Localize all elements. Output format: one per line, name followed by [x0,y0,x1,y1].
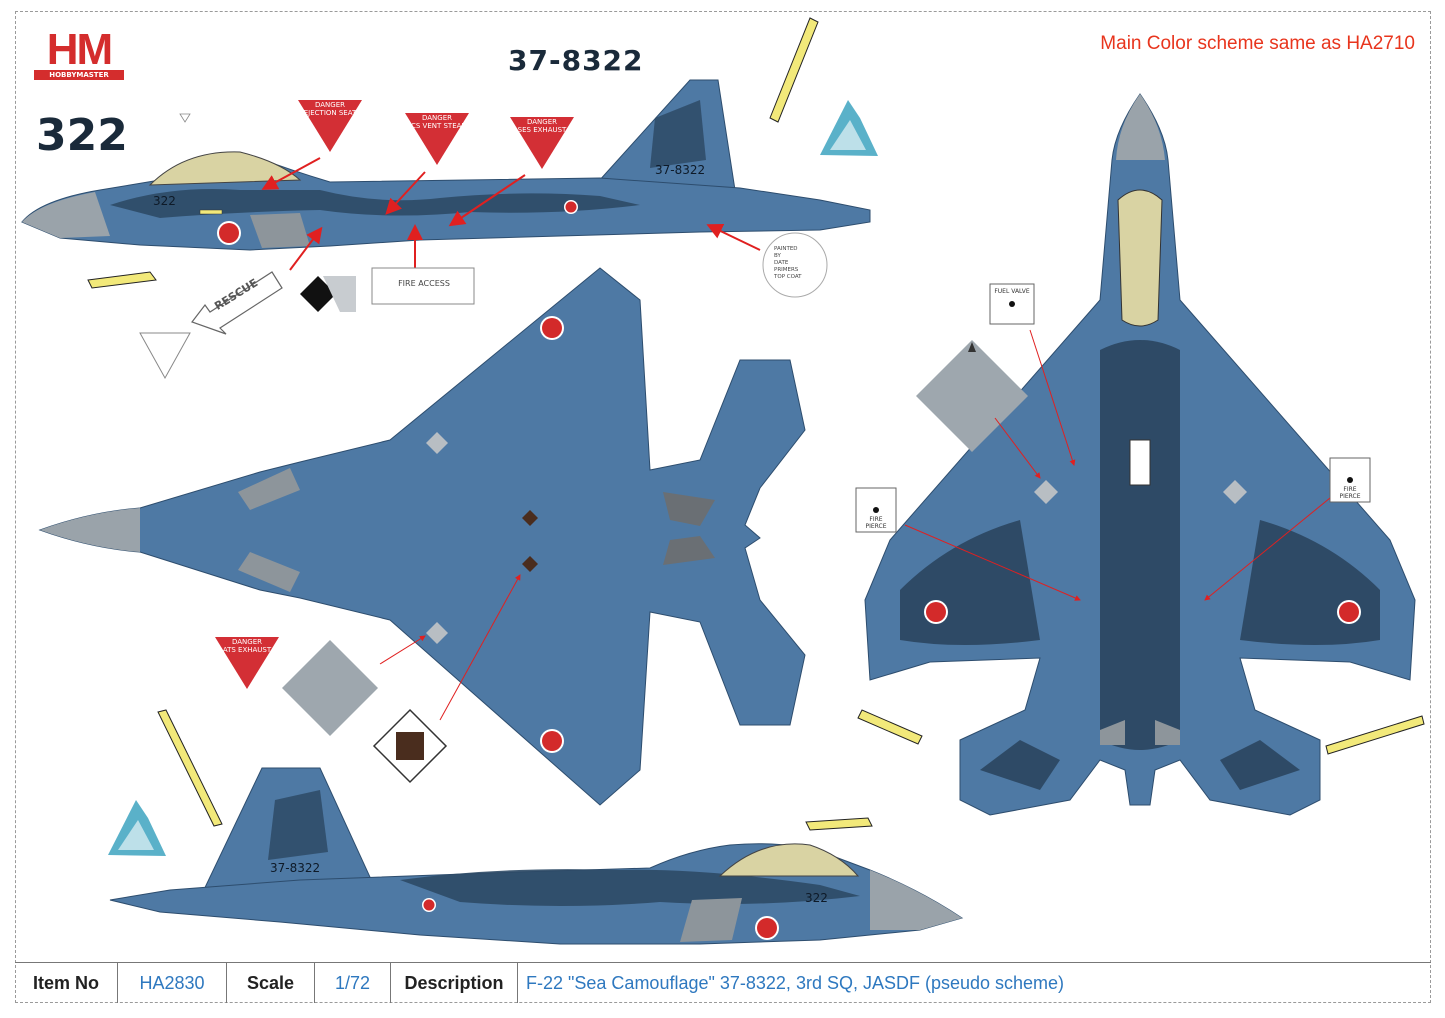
description-label: Description [391,963,518,1003]
danger-triangle-ecs-vent [405,113,469,165]
tail-serial-left: 37-8322 [655,163,705,177]
tail-serial-right: 37-8322 [270,861,320,875]
logo-mark: HM [46,25,113,74]
fuselage-number-right: 322 [805,891,828,905]
danger-triangle-ats-exhaust [215,637,279,689]
callout-arrows-top [261,157,761,271]
painted-stencil-decal [762,232,828,298]
grey-panel-decal-left [282,640,378,736]
side-profile-left [21,79,871,251]
item-no-value: HA2830 [118,963,227,1003]
danger-triangle-ejection-seat [298,100,362,152]
item-no-label: Item No [15,963,118,1003]
squadron-emblem-bottom [108,800,166,856]
drawing-frame [15,11,1431,1003]
white-triangle-decal [139,332,191,380]
logo-subtitle: HOBBYMASTER [34,70,124,80]
fire-pierce-label-right: FIRE PIERCE [1339,486,1361,500]
scale-label: Scale [227,963,315,1003]
fire-pierce-label-left: FIRE PIERCE [865,516,887,530]
fuselage-number-left: 322 [153,194,176,208]
description-value: F-22 "Sea Camouflage" 37-8322, 3rd SQ, J… [526,972,1065,993]
painted-stencil-label: PAINTED BY DATE PRIMERS TOP COAT [774,246,802,280]
yellow-strip-decal [769,17,819,123]
bottom-view-right [864,93,1416,816]
rescue-arrow-decal [191,271,283,335]
serial-number-decal: 37-8322 [508,44,644,77]
danger-triangle-ses-exhaust [510,117,574,169]
fire-access-label: FIRE ACCESS [398,279,450,288]
side-profile-right [109,767,964,945]
title-block: Item No HA2830 Scale 1/72 Description F-… [15,962,1431,1003]
color-scheme-note: Main Color scheme same as HA2710 [1100,33,1415,54]
fuel-valve-label: FUEL VALVE [994,288,1030,295]
black-diamond-decal [300,276,336,312]
scale-value: 1/72 [315,963,391,1003]
fire-access-decal [371,267,475,305]
fire-access-diamond-decal [372,708,448,784]
side-number-decal: 322 [36,110,128,161]
squadron-emblem-top [820,100,878,156]
hobbymaster-logo: HM HOBBYMASTER [34,28,124,80]
top-view-center [38,267,806,806]
